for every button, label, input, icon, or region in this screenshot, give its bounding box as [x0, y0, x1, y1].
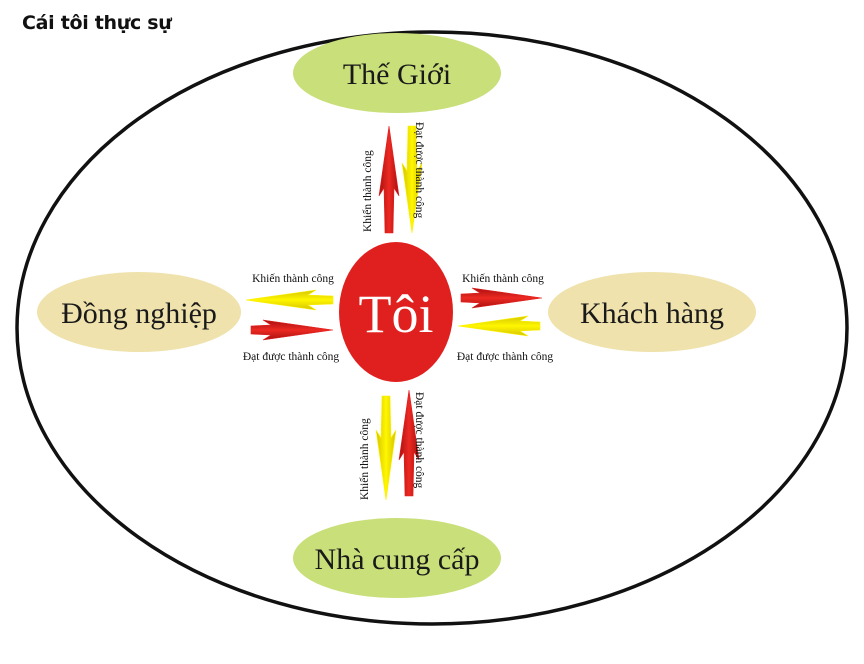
center-node-label: Tôi: [359, 284, 434, 344]
arrow-top-yellow-down: [401, 125, 423, 234]
center-node-toi: [339, 242, 453, 382]
node-the-gioi-label: Thế Giới: [343, 58, 451, 91]
node-nha-cung-cap: [293, 518, 501, 598]
arrow-bottom-yellow-down: [375, 395, 397, 501]
node-khach-hang-label: Khách hàng: [580, 297, 724, 330]
node-khach-hang: [548, 272, 756, 352]
bottom-achieve-success-label: Đạt được thành công: [413, 392, 425, 489]
left-make-success-label: Khiến thành công: [252, 272, 334, 285]
arrow-left-red-right: [250, 319, 334, 341]
outer-boundary-ellipse: [15, 30, 849, 626]
top-achieve-success-label: Đạt được thành công: [413, 122, 425, 219]
top-make-success-label: Khiến thành công: [361, 150, 374, 232]
arrow-right-red-right: [460, 287, 543, 309]
right-achieve-success-label: Đạt được thành công: [457, 351, 554, 363]
bottom-make-success-label: Khiến thành công: [358, 418, 371, 500]
arrow-top-red-up: [378, 125, 400, 234]
arrow-left-yellow-left: [245, 289, 334, 311]
arrow-right-yellow-left: [457, 315, 541, 337]
node-dong-nghiep: [37, 272, 241, 352]
node-nha-cung-cap-label: Nhà cung cấp: [315, 543, 480, 576]
right-make-success-label: Khiến thành công: [462, 272, 544, 285]
left-achieve-success-label: Đạt được thành công: [243, 351, 340, 363]
page-title: Cái tôi thực sự: [22, 12, 172, 34]
node-the-gioi: [293, 33, 501, 113]
node-dong-nghiep-label: Đồng nghiệp: [61, 297, 217, 330]
arrow-bottom-red-up: [398, 389, 420, 497]
